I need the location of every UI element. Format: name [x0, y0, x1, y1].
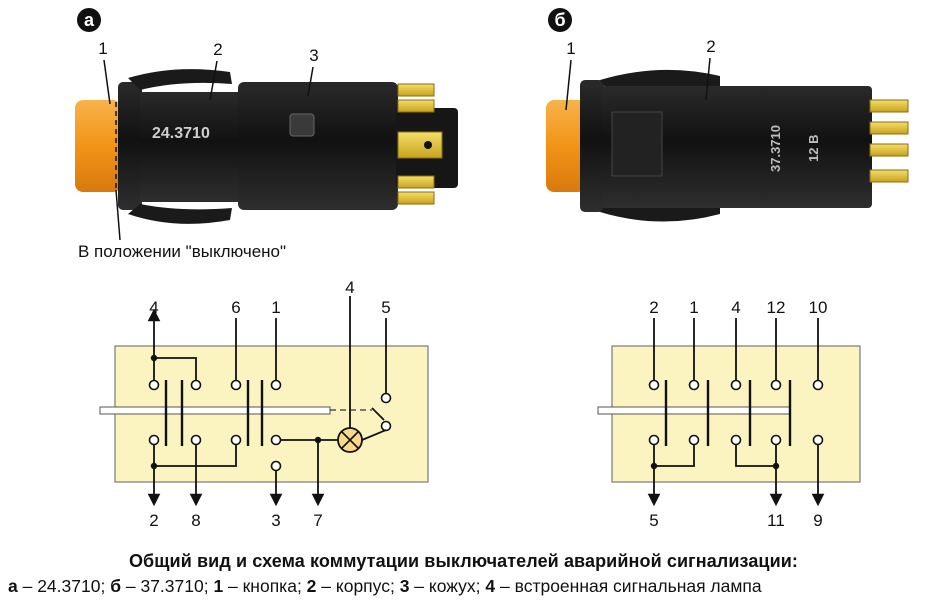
- callout-b-2-line: [705, 57, 711, 101]
- terminals-b: [869, 99, 909, 183]
- schematic-a: 4 6 1 4 5 2 8 3 7: [99, 278, 429, 530]
- schematic-a-junction-3: [314, 436, 322, 444]
- housing-b-window: [611, 111, 663, 177]
- switch-b-illustration: б 37.3710 12 В 1 2: [546, 8, 909, 222]
- panel-a-badge: [77, 8, 101, 32]
- caption-title: Общий вид и схема коммутации выключателе…: [128, 551, 799, 571]
- cover-a-window: [289, 113, 315, 137]
- schematic-b-rod: [597, 406, 791, 415]
- legend-key-4: 4: [485, 576, 496, 596]
- schematic-a-top-1: 1: [271, 298, 280, 317]
- terminals-a: [397, 83, 443, 205]
- schematic-a-top-6: 6: [231, 298, 240, 317]
- schematic-b-contacts: [648, 379, 824, 446]
- legend-text-4: – встроенная сигнальная лампа: [495, 576, 762, 596]
- legend-key-2: 2: [306, 576, 317, 596]
- legend-key-b: б: [110, 576, 121, 596]
- schematic-b-junction-1: [650, 462, 658, 470]
- caption-legend: а – 24.3710; б – 37.3710; 1 – кнопка; 2 …: [8, 576, 927, 597]
- callout-a-1-line: [103, 59, 111, 105]
- schematic-b-top-1: 1: [689, 298, 698, 317]
- callout-a-2-line: [209, 60, 218, 101]
- cover-a: [238, 82, 398, 210]
- switch-a-illustration: а 24.3710 1 2 3: [75, 8, 458, 241]
- legend-text-1: – кнопка;: [223, 576, 307, 596]
- housing-b: [602, 86, 872, 208]
- callout-a-1: 1: [98, 39, 107, 58]
- callout-a-2: 2: [213, 40, 222, 59]
- panel-a-letter: а: [84, 10, 95, 30]
- schematic-a-rod: [99, 406, 331, 415]
- schematic-b-bottom-5: 5: [649, 511, 658, 530]
- schematic-a-bottom-3: 3: [271, 511, 280, 530]
- note-pointer-line: [115, 189, 121, 241]
- schematic-a-top-lamp-4: 4: [345, 278, 354, 297]
- body-marking-b2: 12 В: [806, 135, 821, 162]
- schematic-a-top-5: 5: [381, 298, 390, 317]
- schematic-b-top-12: 12: [767, 298, 786, 317]
- legend-key-1: 1: [213, 576, 224, 596]
- schematic-a-contact-bars: [164, 380, 264, 446]
- schematic-a-bottom-8: 8: [191, 511, 200, 530]
- legend-key-3: 3: [399, 576, 410, 596]
- schematic-a-junction-2: [150, 462, 158, 470]
- body-marking-a: 24.3710: [152, 125, 210, 142]
- legend-text-b: – 37.3710;: [121, 576, 214, 596]
- callout-b-1-line: [565, 59, 572, 111]
- schematic-a-contacts: [148, 379, 392, 472]
- button-b: [546, 100, 586, 192]
- schematic-a-junction-1: [150, 354, 158, 362]
- terminal-hole-a: [424, 141, 432, 149]
- schematic-a-top-4: 4: [149, 298, 158, 317]
- off-position-note: В положении "выключено": [78, 242, 287, 261]
- legend-text-2: – корпус;: [316, 576, 400, 596]
- schematic-b-top-10: 10: [809, 298, 828, 317]
- schematic-a-bottom-7: 7: [313, 511, 322, 530]
- bezel-b: [580, 80, 604, 212]
- schematic-b-contact-bars: [664, 380, 792, 446]
- schematic-b-bottom-11: 11: [767, 511, 785, 530]
- schematic-b-top-4: 4: [731, 298, 740, 317]
- panel-b-letter: б: [554, 10, 565, 30]
- body-marking-b1: 37.3710: [768, 125, 783, 172]
- bezel-a: [118, 82, 142, 210]
- schematic-b-bottom-9: 9: [813, 511, 822, 530]
- callout-b-2: 2: [706, 37, 715, 56]
- schematic-b: 2 1 4 12 10 5 11 9: [597, 298, 861, 530]
- callout-b-1: 1: [566, 39, 575, 58]
- legend-text-a: – 24.3710;: [17, 576, 111, 596]
- housing-a: [140, 92, 240, 202]
- schematic-b-junction-2: [772, 462, 780, 470]
- schematic-b-wiring: [647, 318, 825, 507]
- button-a: [75, 100, 121, 192]
- spring-clip-bottom: [128, 204, 232, 224]
- schematic-a-lamp: [337, 427, 363, 453]
- legend-key-a: а: [8, 576, 18, 596]
- callout-a-3: 3: [309, 46, 318, 65]
- callout-a-3-line: [307, 66, 314, 97]
- spring-clip-top: [128, 69, 232, 90]
- panel-b-badge: [548, 8, 572, 32]
- schematic-a-bottom-2: 2: [149, 511, 158, 530]
- legend-text-3: – кожух;: [409, 576, 486, 596]
- schematic-b-top-2: 2: [649, 298, 658, 317]
